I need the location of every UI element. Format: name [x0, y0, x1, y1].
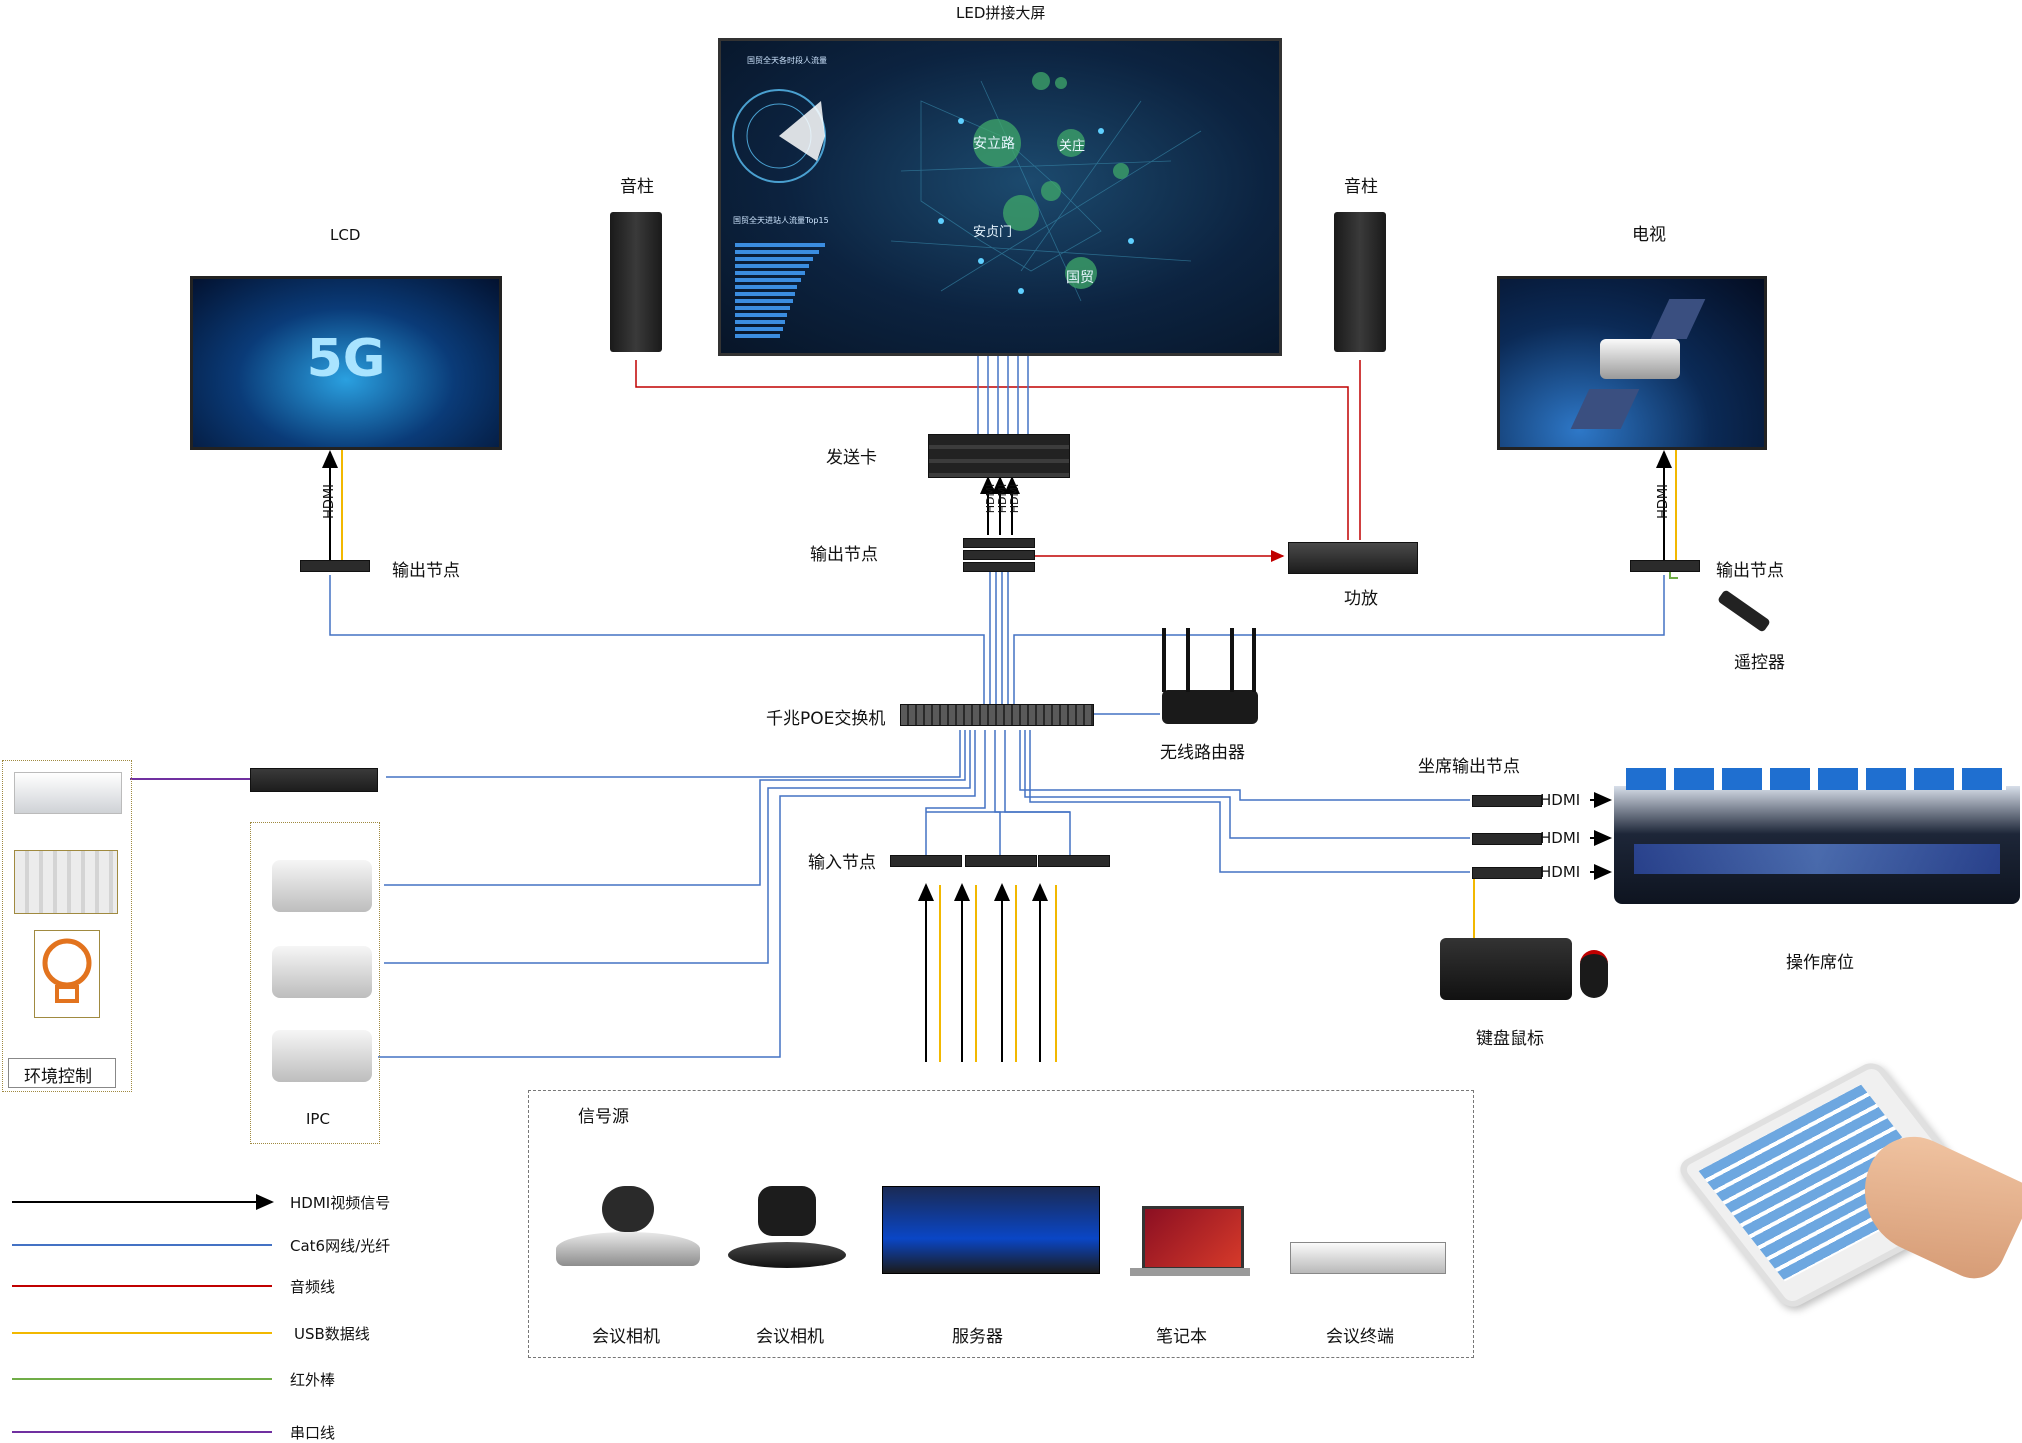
legend-label: HDMI视频信号	[290, 1194, 391, 1212]
keyboard-icon	[1440, 938, 1572, 1000]
hdmi-label: HDMI	[1540, 791, 1581, 809]
signal-sources-title: 信号源	[578, 1107, 629, 1127]
seat-output-node-label: 坐席输出节点	[1418, 757, 1520, 777]
source-label: 会议相机	[592, 1327, 660, 1347]
router-antenna	[1162, 628, 1166, 692]
router-antenna	[1252, 628, 1256, 692]
output-node-center-label: 输出节点	[810, 545, 878, 565]
amplifier-label: 功放	[1344, 589, 1378, 609]
serial-control-device	[250, 768, 378, 792]
input-node-label: 输入节点	[808, 853, 876, 873]
operator-desk-image	[1614, 764, 2020, 904]
led-place-label: 安贞门	[973, 225, 1013, 240]
output-node-center	[963, 550, 1035, 560]
lcd-links	[322, 450, 343, 560]
led-wall-screen: 国贸全天各时段人流量 国贸全天进站人流量Top15 安立路 关庄 安贞门 国贸	[718, 38, 1282, 356]
legend-label: USB数据线	[294, 1325, 370, 1343]
output-node-left	[300, 560, 370, 572]
hdmi-label: HDMI	[321, 484, 337, 519]
speaker-left-label: 音柱	[620, 177, 654, 197]
output-node-center	[963, 538, 1035, 548]
cat6-wires	[329, 572, 1665, 1058]
poe-switch-device	[900, 704, 1094, 726]
ipc-frame	[250, 822, 380, 1144]
keyboard-mouse-label: 键盘鼠标	[1476, 1029, 1544, 1049]
conference-terminal-icon	[1290, 1242, 1446, 1274]
legend-lines	[12, 1194, 274, 1433]
sender-card-device	[928, 434, 1070, 478]
hdmi-label: HDMI	[1008, 483, 1022, 514]
seat-output-node	[1472, 833, 1542, 845]
input-node	[890, 855, 962, 867]
router-antenna	[1230, 628, 1234, 692]
legend-label: 串口线	[290, 1424, 336, 1442]
speaker-right	[1334, 212, 1386, 352]
laptop-base-icon	[1130, 1268, 1250, 1276]
switch-label: 千兆POE交换机	[766, 709, 886, 729]
tv-label: 电视	[1632, 225, 1666, 245]
hdmi-label: HDMI	[1540, 829, 1581, 847]
led-place-label: 国贸	[1066, 270, 1094, 286]
wireless-router-label: 无线路由器	[1160, 743, 1245, 763]
input-node	[965, 855, 1037, 867]
led-screen-title: LED拼接大屏	[956, 4, 1046, 22]
operator-desk-label: 操作席位	[1786, 953, 1854, 973]
source-label: 会议终端	[1326, 1327, 1394, 1347]
output-node-right	[1630, 560, 1700, 572]
env-control-label: 环境控制	[24, 1067, 92, 1087]
legend-label: 音频线	[290, 1278, 336, 1296]
output-node-right-label: 输出节点	[1716, 561, 1784, 581]
signal-sources-frame	[528, 1090, 1474, 1358]
input-node	[1038, 855, 1110, 867]
speaker-right-label: 音柱	[1344, 177, 1378, 197]
led-place-label: 安立路	[973, 136, 1015, 152]
audio-wires	[635, 360, 1361, 562]
mouse-icon	[1580, 950, 1608, 998]
server-icon	[882, 1186, 1100, 1274]
ipc-label: IPC	[306, 1110, 330, 1128]
conference-camera-icon	[728, 1186, 846, 1276]
curtain-icon	[14, 850, 118, 914]
source-label: 服务器	[952, 1327, 1003, 1347]
wireless-router-device	[1162, 690, 1258, 724]
lightbulb-icon	[34, 930, 100, 1018]
hdmi-label: HDMI	[1655, 484, 1671, 519]
lcd-label: LCD	[330, 226, 361, 244]
input-arrows	[918, 883, 1057, 1062]
source-label: 会议相机	[756, 1327, 824, 1347]
router-antenna	[1186, 628, 1190, 692]
speaker-left	[610, 212, 662, 352]
legend-label: 红外棒	[290, 1371, 336, 1389]
hdmi-sender-arrows	[980, 476, 1020, 535]
remote-label: 遥控器	[1734, 653, 1785, 673]
output-node-center	[963, 562, 1035, 572]
env-control-frame	[2, 760, 132, 1092]
projector-icon	[14, 772, 122, 814]
led-place-label: 关庄	[1059, 139, 1086, 154]
led-feed-wires	[977, 352, 1029, 435]
led-panel-title-2: 国贸全天进站人流量Top15	[733, 216, 829, 225]
sender-card-label: 发送卡	[826, 448, 877, 468]
ipc-camera-icon	[272, 860, 372, 912]
amplifier-device	[1288, 542, 1418, 574]
env-control-label-box	[8, 1058, 116, 1088]
seat-output-node	[1472, 795, 1542, 807]
lcd-screen: 5G	[190, 276, 502, 450]
laptop-icon	[1142, 1206, 1244, 1270]
hdmi-label: HDMI	[1540, 863, 1581, 881]
ipc-camera-icon	[272, 1030, 372, 1082]
output-node-left-label: 输出节点	[392, 561, 460, 581]
conference-camera-icon	[556, 1186, 700, 1276]
legend-label: Cat6网线/光纤	[290, 1237, 391, 1255]
tv-screen	[1497, 276, 1767, 450]
led-panel-title-1: 国贸全天各时段人流量	[747, 56, 827, 65]
ipc-camera-icon	[272, 946, 372, 998]
tv-links	[1656, 450, 1678, 579]
lcd-5g-text: 5G	[306, 329, 386, 389]
seat-output-node	[1472, 867, 1542, 879]
source-label: 笔记本	[1156, 1327, 1207, 1347]
